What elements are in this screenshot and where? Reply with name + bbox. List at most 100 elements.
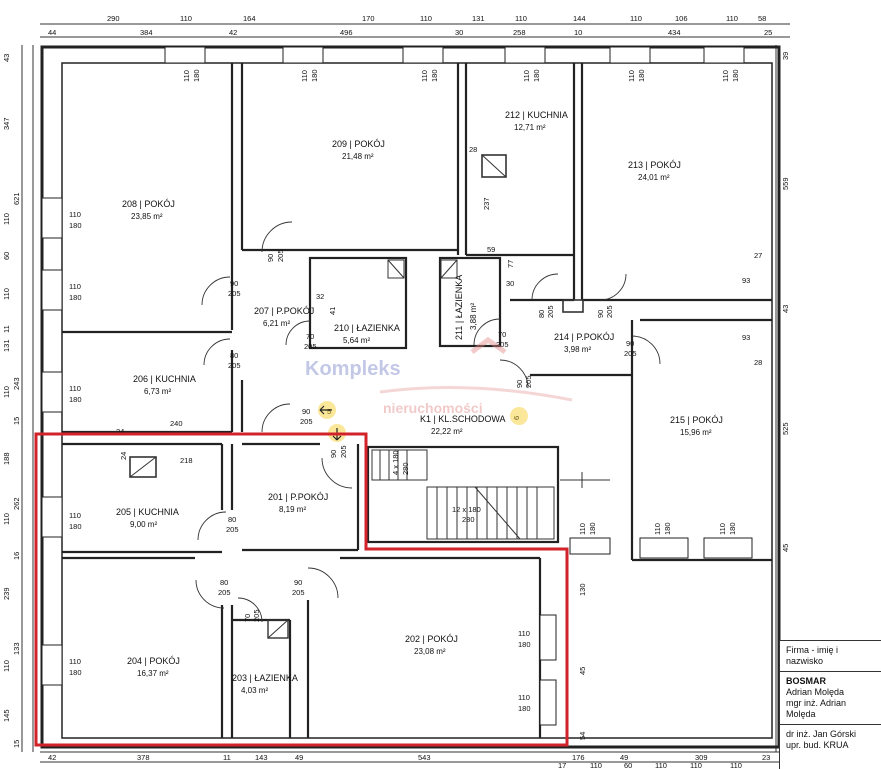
dim-bottom2-3: 60 [624, 761, 632, 768]
window-top-4 [504, 46, 546, 64]
window-label-h: 180 [588, 522, 597, 535]
door-label-14b: 205 [292, 588, 305, 597]
inner-dim-5: 5 [327, 407, 331, 416]
dim-top2-5: 30 [455, 28, 463, 37]
stair-dim-2: 12 x 180 [452, 505, 481, 514]
room-201-area: 8,19 m² [279, 505, 306, 514]
door-label-7: 90 [596, 310, 605, 318]
door-label-10: 90 [302, 407, 310, 416]
dim-left-20: 15 [12, 740, 21, 748]
room-202-area: 23,08 m² [414, 647, 446, 656]
window-top-2 [282, 46, 324, 64]
dim-left-7: 11 [2, 325, 11, 333]
dim-top-2: 110 [180, 14, 192, 23]
room-214-label: 214 | P.POKÓJ [554, 332, 614, 342]
door-label-6: 80 [537, 310, 546, 318]
title-block-author-name: dr inż. Jan Górski [786, 729, 857, 739]
room-211-label: 211 | ŁAZIENKA [454, 275, 464, 340]
room-K1-label: K1 | KL.SCHODOWA [420, 414, 506, 424]
inner-dim-27: 27 [754, 251, 762, 260]
window-top-1 [164, 46, 206, 64]
room-215-label: 215 | POKÓJ [670, 415, 723, 425]
window-label-w: 110 [653, 523, 662, 535]
room-K1-area: 22,22 m² [431, 427, 463, 436]
door-label-3: 80 [230, 351, 238, 360]
window-left-1 [41, 197, 63, 239]
dim-top-4: 170 [362, 14, 375, 23]
dim-top2-6: 258 [513, 28, 526, 37]
door-label-11b: 205 [339, 445, 348, 458]
dim-bottom2-5: 110 [690, 761, 702, 768]
dim-left-11: 15 [12, 417, 21, 425]
window-label-w: 110 [578, 523, 587, 535]
dim-top-5: 110 [420, 14, 432, 23]
dim-bottom-8: 49 [620, 753, 628, 762]
door-label-8: 90 [626, 339, 634, 348]
room-202-label: 202 | POKÓJ [405, 634, 458, 644]
inner-dim-77: 77 [506, 260, 515, 268]
window-label-h: 180 [728, 522, 737, 535]
door-label-3b: 205 [228, 361, 241, 370]
dim-top2-4: 496 [340, 28, 353, 37]
room-210-area: 5,64 m² [343, 336, 370, 345]
dim-bottom-1: 42 [48, 753, 56, 762]
title-block-label-line2: nazwisko [786, 656, 824, 666]
stair-dim-1: 4 x 180 [391, 450, 400, 475]
door-label-6b: 205 [546, 305, 555, 318]
window-right-2 [539, 679, 557, 726]
dim-bottom2-1: 17 [558, 761, 566, 768]
door-label-13b: 205 [218, 588, 231, 597]
window-label-w: 110 [522, 70, 531, 82]
window-label-w: 110 [69, 657, 81, 666]
dim-right-1: 39 [781, 52, 790, 60]
room-206-label: 206 | KUCHNIA [133, 374, 196, 384]
dim-left-15: 16 [12, 552, 21, 560]
window-label-h: 180 [518, 640, 531, 649]
window-bottom-2 [639, 537, 689, 559]
window-label-h: 180 [731, 69, 740, 82]
window-labels: 110 180 110 180 110 180 110 180 110 180 … [69, 69, 740, 713]
window-label-w: 110 [300, 70, 309, 82]
room-215-area: 15,96 m² [680, 428, 712, 437]
window-label-w: 110 [182, 70, 191, 82]
room-205-area: 9,00 m² [130, 520, 157, 529]
window-label-h: 180 [69, 221, 82, 230]
door-label-8b: 205 [624, 349, 637, 358]
dim-top-8: 144 [573, 14, 586, 23]
title-block-author: dr inż. Jan Górski upr. bud. KRUA [780, 725, 881, 755]
inner-dim-59: 59 [487, 245, 495, 254]
dim-left-5: 60 [2, 252, 11, 260]
door-label-13: 80 [220, 578, 228, 587]
door-label-9b: 205 [524, 375, 533, 388]
dim-top-7: 110 [515, 14, 527, 23]
dim-left-2: 347 [2, 117, 11, 130]
doors [195, 221, 661, 623]
room-203-area: 4,03 m² [241, 686, 268, 695]
dim-left-6: 110 [2, 288, 11, 300]
inner-dim-237: 237 [482, 197, 491, 210]
title-block-company-name: BOSMAR [786, 676, 826, 686]
window-top-3 [402, 46, 444, 64]
inner-dim-30: 30 [506, 279, 514, 288]
room-205-label: 205 | KUCHNIA [116, 507, 179, 517]
title-block-label-line1: Firma - imię i [786, 645, 838, 655]
dim-left-1: 43 [2, 54, 11, 62]
window-label-w: 110 [518, 693, 530, 702]
inner-dim-24a: 24 [116, 427, 124, 436]
dim-top-9: 110 [630, 14, 642, 23]
dim-bottom2-4: 110 [655, 761, 667, 768]
door-label-7b: 205 [605, 305, 614, 318]
room-207-label: 207 | P.POKÓJ [254, 306, 314, 316]
window-label-w: 110 [718, 523, 727, 535]
inner-dim-93a: 93 [742, 276, 750, 285]
dim-right-2: 559 [781, 177, 790, 190]
window-left-2 [41, 269, 63, 311]
dim-left-19: 145 [2, 709, 11, 722]
door-label-11: 90 [329, 450, 338, 458]
room-212-area: 12,71 m² [514, 123, 546, 132]
door-label-5b: 205 [496, 340, 509, 349]
door-label-2b: 205 [228, 289, 241, 298]
door-label-10b: 205 [300, 417, 313, 426]
window-left-4 [41, 496, 63, 538]
